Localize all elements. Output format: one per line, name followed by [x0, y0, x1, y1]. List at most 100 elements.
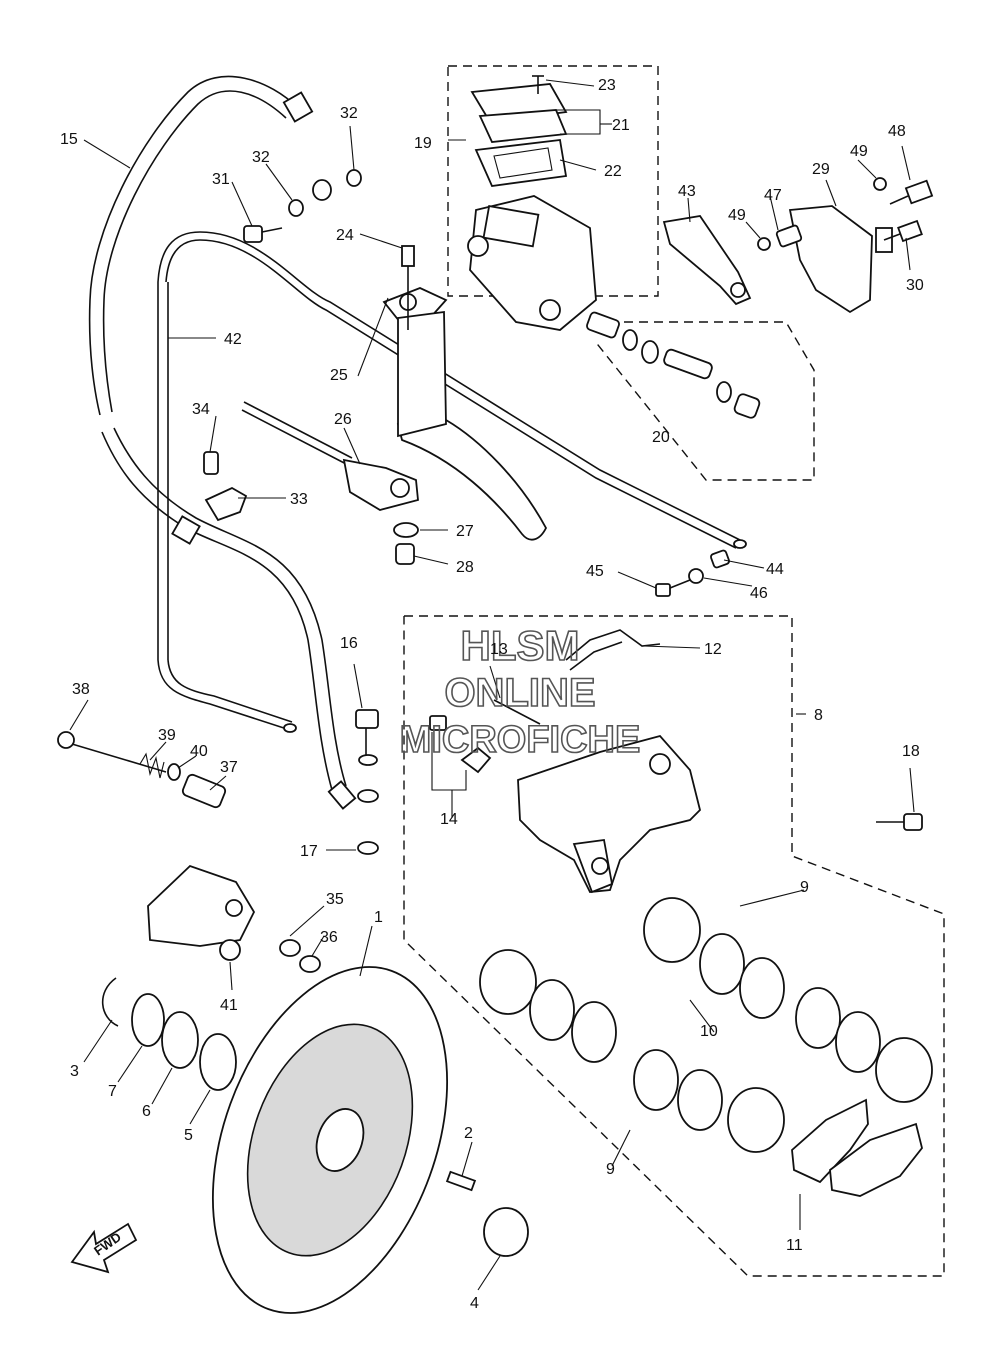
spring-part-39[interactable]	[139, 752, 165, 779]
label-25: 25	[330, 367, 348, 384]
collar-part-28[interactable]	[395, 543, 415, 565]
collar-part-37[interactable]	[181, 773, 227, 809]
bolt-part-16[interactable]	[355, 709, 379, 766]
screw-part-23[interactable]	[532, 75, 544, 94]
reservoir-cap-part-21[interactable]	[470, 83, 568, 143]
label-22: 22	[604, 163, 622, 180]
lever-part-43[interactable]	[662, 215, 752, 306]
label-2: 2	[464, 1125, 473, 1142]
washer-part-27[interactable]	[393, 522, 419, 538]
pin-part-13[interactable]	[493, 699, 541, 725]
watermark-line1: HLSM	[461, 622, 580, 669]
label-20: 20	[652, 429, 670, 446]
washer-part-6[interactable]	[161, 1011, 199, 1069]
label-42: 42	[224, 331, 242, 348]
bracket-part-33[interactable]	[204, 486, 248, 522]
rear-caliper-body[interactable]	[147, 864, 256, 947]
label-26: 26	[334, 411, 352, 428]
brake-lever-part-25[interactable]	[382, 287, 548, 541]
bolt-part-30[interactable]	[883, 219, 923, 243]
key-part-2[interactable]	[445, 1170, 477, 1192]
piston-seal-part-10[interactable]	[529, 933, 881, 1131]
label-44: 44	[766, 561, 784, 578]
brake-pad-part-11[interactable]	[791, 1098, 923, 1197]
label-27: 27	[456, 523, 474, 540]
label-28: 28	[456, 559, 474, 576]
label-49-right: 49	[850, 143, 868, 160]
bolt-part-45[interactable]	[655, 579, 691, 597]
label-23: 23	[598, 77, 616, 94]
hose-fitting[interactable]	[312, 179, 332, 201]
spring-clip-part-12[interactable]	[565, 629, 661, 671]
label-9-upper: 9	[800, 879, 809, 896]
label-38: 38	[72, 681, 90, 698]
label-46: 46	[750, 585, 768, 602]
label-47: 47	[764, 187, 782, 204]
washer-part-7[interactable]	[131, 993, 165, 1047]
label-30: 30	[906, 277, 924, 294]
label-48: 48	[888, 123, 906, 140]
bolt-part-18[interactable]	[876, 813, 923, 831]
label-5: 5	[184, 1127, 193, 1144]
label-15: 15	[60, 131, 78, 148]
piston-kit-part-20[interactable]	[586, 311, 761, 419]
collar-part-47[interactable]	[775, 224, 803, 248]
washer-part-17[interactable]	[357, 841, 379, 855]
washer-part-40[interactable]	[167, 763, 181, 781]
label-43: 43	[678, 183, 696, 200]
watermark-line3: MICROFICHE	[400, 719, 641, 761]
retaining-ring-part-3[interactable]	[101, 977, 119, 1027]
brake-hose-part-15[interactable]	[88, 75, 379, 810]
pin-part-35[interactable]	[279, 939, 301, 957]
washer-part-49[interactable]	[757, 177, 887, 251]
label-32-lower: 32	[252, 149, 270, 166]
collar-part-41[interactable]	[219, 939, 241, 961]
label-6: 6	[142, 1103, 151, 1120]
collar-part-44[interactable]	[710, 549, 730, 569]
label-8: 8	[814, 707, 823, 724]
label-31: 31	[212, 171, 230, 188]
bleeder-part-14[interactable]	[429, 715, 492, 774]
label-21: 21	[612, 117, 630, 134]
bolt-part-38[interactable]	[57, 731, 167, 773]
label-9-lower: 9	[606, 1161, 615, 1178]
diaphragm-part-22[interactable]	[474, 139, 568, 187]
brake-cable-part-42[interactable]	[157, 231, 747, 733]
seal-part-5[interactable]	[199, 1033, 237, 1091]
bolt-part-48[interactable]	[889, 179, 934, 205]
piston-kit-box	[593, 321, 815, 481]
label-33: 33	[290, 491, 308, 508]
watermark: HLSM ONLINE MICROFICHE	[399, 621, 641, 762]
bracket-part-29[interactable]	[788, 205, 893, 314]
master-cylinder-body[interactable]	[467, 195, 597, 331]
caliper-body-part-8[interactable]	[517, 734, 701, 894]
union-bolt-part-31[interactable]	[243, 225, 283, 243]
label-49-left: 49	[728, 207, 746, 224]
caliper-assembly-box	[403, 615, 945, 1277]
bushing-part-36[interactable]	[299, 955, 321, 973]
label-11: 11	[786, 1237, 803, 1254]
label-17: 17	[300, 843, 318, 860]
label-1: 1	[374, 909, 383, 926]
label-39: 39	[158, 727, 176, 744]
label-32-upper: 32	[340, 105, 358, 122]
label-14: 14	[440, 811, 458, 828]
label-16: 16	[340, 635, 358, 652]
label-40: 40	[190, 743, 208, 760]
collar-part-4[interactable]	[483, 1207, 529, 1257]
label-37: 37	[220, 759, 238, 776]
label-45: 45	[586, 563, 604, 580]
watermark-line2: ONLINE	[444, 671, 595, 715]
label-41: 41	[220, 997, 238, 1014]
switch-part-34[interactable]	[203, 451, 219, 475]
piston-part-9[interactable]	[479, 897, 933, 1153]
label-7: 7	[108, 1083, 117, 1100]
part-labels: 1 2 3 4 5 6 7 8 9 9 10 11 12 13 14 15 16…	[60, 77, 924, 1312]
label-24: 24	[336, 227, 354, 244]
rotor-part-1[interactable]	[169, 935, 491, 1346]
washer-part-46[interactable]	[688, 568, 704, 584]
label-3: 3	[70, 1063, 79, 1080]
bolt-part-24[interactable]	[401, 245, 415, 330]
leader-lines	[69, 79, 915, 1291]
bracket-part-26[interactable]	[241, 401, 419, 511]
